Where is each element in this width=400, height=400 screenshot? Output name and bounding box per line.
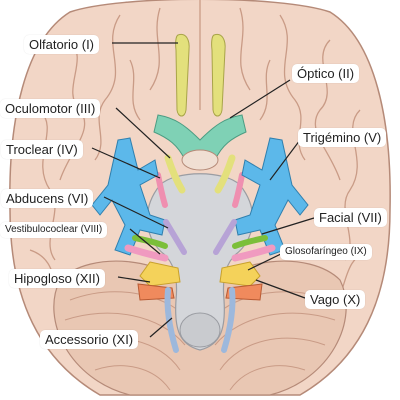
- olfactory-nerve: [175, 33, 226, 117]
- pituitary: [181, 149, 219, 171]
- label-troclear: Troclear (IV): [1, 140, 83, 159]
- glossopharyngeal-vagus-nerves: [139, 261, 261, 287]
- trigeminal-nerve: [91, 137, 309, 256]
- label-abducens: Abducens (VI): [1, 189, 94, 208]
- label-accessorio: Accessorio (XI): [40, 330, 139, 349]
- spinal-cord-section: [179, 312, 221, 348]
- optic-nerve: [153, 114, 247, 161]
- facial-nerve: [132, 235, 268, 249]
- abducens-nerve: [163, 219, 237, 255]
- label-glosofaringeo: Glosofaríngeo (IX): [280, 244, 372, 260]
- label-hipogloso: Hipogloso (XII): [9, 269, 105, 288]
- label-vago: Vago (X): [305, 290, 366, 309]
- label-vestibulococlear: Vestibulococlear (VIII): [0, 222, 108, 238]
- vestibulocochlear-nerve: [124, 244, 276, 262]
- oculomotor-nerve: [164, 154, 236, 194]
- label-facial: Facial (VII): [314, 208, 387, 227]
- leader-lines: [91, 42, 315, 338]
- label-trigemino: Trigémino (V): [298, 128, 387, 147]
- label-oculomotor: Oculomotor (III): [0, 99, 101, 118]
- label-olfatorio: Olfatorio (I): [24, 35, 100, 54]
- label-optico: Óptico (II): [292, 64, 360, 83]
